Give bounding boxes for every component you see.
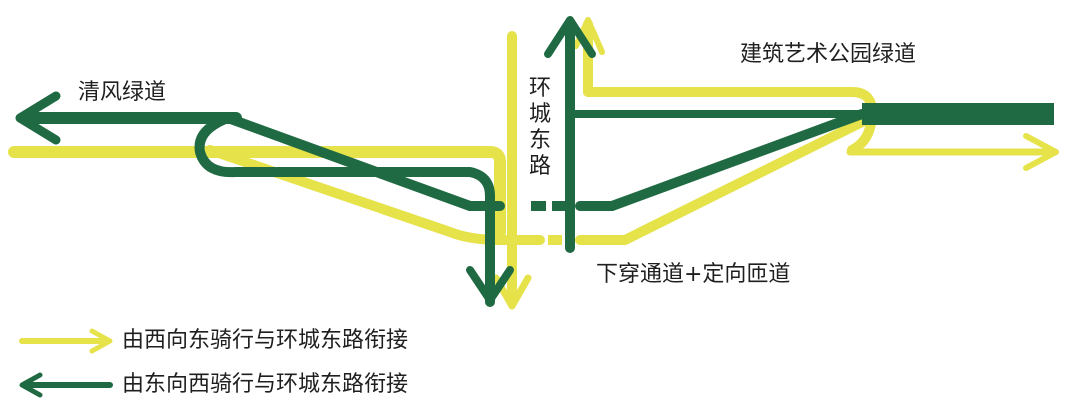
yellow-arrow-icon <box>19 328 113 354</box>
label-ring-road-east: 环城东路 <box>528 76 551 179</box>
yellow-main-west <box>8 146 506 238</box>
green-west-head <box>15 91 61 145</box>
green-arrow-icon <box>19 372 113 398</box>
green-ring-down-head <box>466 266 514 304</box>
green-west-ramp <box>223 113 505 211</box>
legend-item-west-to-east: 由西向东骑行与环城东路衔接 <box>18 326 408 356</box>
green-lower-route <box>575 109 867 211</box>
legend-text-west-to-east: 由西向东骑行与环城东路衔接 <box>122 328 409 353</box>
label-qingfeng-greenway: 清风绿道 <box>78 80 167 105</box>
green-routes <box>15 16 1054 307</box>
yellow-lower-ramp <box>205 145 545 245</box>
green-west-loop <box>194 113 495 307</box>
legend-text-east-to-west: 由东向西骑行与环城东路衔接 <box>122 372 409 397</box>
label-underpass-ramp: 下穿通道+定向匝道 <box>596 262 791 287</box>
yellow-east-head <box>1023 133 1059 171</box>
yellow-routes <box>8 17 1059 310</box>
yellow-lower-east <box>575 117 867 245</box>
label-architecture-park-greenway: 建筑艺术公园绿道 <box>740 42 917 67</box>
green-ring-up-head <box>544 16 596 58</box>
legend-item-east-to-west: 由东向西骑行与环城东路衔接 <box>18 370 408 400</box>
